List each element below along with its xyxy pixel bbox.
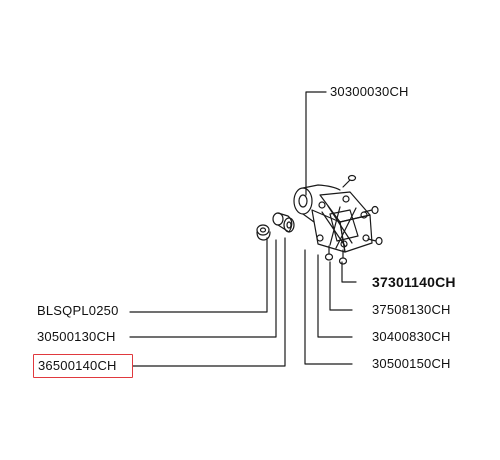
part-label-top: 30300030CH (330, 84, 409, 99)
part-label-right-3: 30400830CH (372, 329, 451, 344)
part-label-left-1: BLSQPL0250 (37, 303, 119, 318)
bolts (324, 174, 383, 265)
cylinder-part (272, 212, 295, 233)
small-bushing-part (256, 224, 271, 241)
hub-body-part (293, 184, 373, 253)
part-label-left-3-highlighted: 36500140CH (38, 358, 117, 373)
part-label-left-2: 30500130CH (37, 329, 116, 344)
part-label-right-1: 37301140CH (372, 274, 456, 290)
part-label-right-2: 37508130CH (372, 302, 451, 317)
part-label-right-4: 30500150CH (372, 356, 451, 371)
leader-lines (129, 91, 357, 367)
highlighted-part-box (33, 354, 133, 378)
